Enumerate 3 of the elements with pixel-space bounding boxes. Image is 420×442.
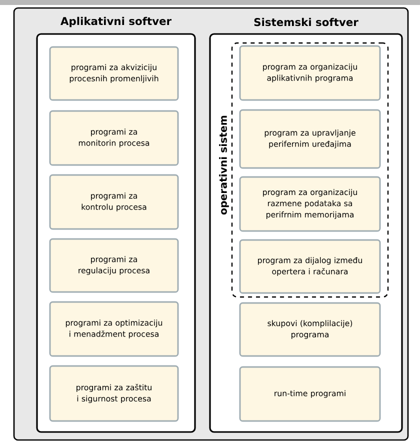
panel-heading: Sistemski softver bbox=[254, 18, 358, 26]
group-label: operativni sistem bbox=[217, 113, 231, 217]
panel-heading: Aplikativni softver bbox=[60, 16, 172, 28]
